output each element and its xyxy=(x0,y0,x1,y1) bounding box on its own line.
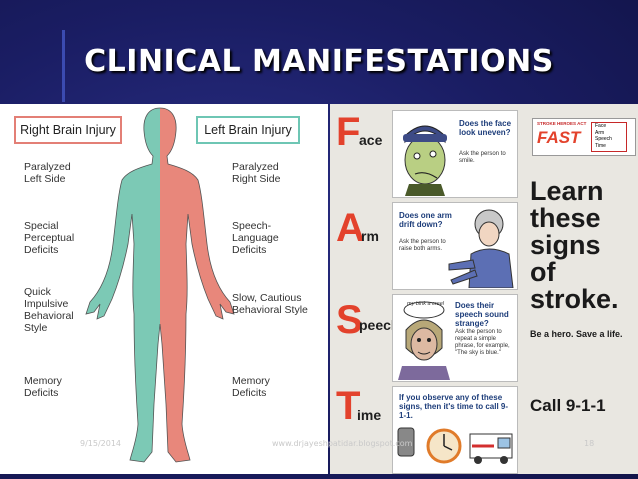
speech-card: my bink a creel Does their speech sound … xyxy=(392,294,518,382)
fast-logo: STROKE HEROES ACT FAST Face Arm Speech T… xyxy=(532,118,636,156)
headline-line-5: stroke. xyxy=(530,284,619,314)
logo-legend: Face Arm Speech Time xyxy=(591,122,627,152)
left-item-memory: Memory Deficits xyxy=(232,375,270,399)
face-question: Does the face look uneven? xyxy=(459,119,512,137)
arm-action: Ask the person to raise both arms. xyxy=(399,239,446,252)
right-item-impulsive: Quick Impulsive Behavioral Style xyxy=(24,286,74,334)
right-item-paralyzed: Paralyzed Left Side xyxy=(24,161,71,185)
logo-legend-face: Face xyxy=(595,123,607,129)
footer-url[interactable]: www.drjayeshpatidar.blogspot.com xyxy=(272,439,413,448)
fast-word-speech: peech xyxy=(359,317,400,333)
arm-illustration xyxy=(448,209,514,288)
time-illustration xyxy=(397,427,513,464)
logo-legend-time: Time xyxy=(595,142,606,149)
learn-headline: Learn these signs of stroke. xyxy=(530,178,638,313)
speech-action: Ask the person to repeat a simple phrase… xyxy=(455,329,510,356)
time-message: If you observe any of these signs, then … xyxy=(399,393,509,420)
speech-question: Does their speech sound strange? xyxy=(455,301,509,328)
logo-legend-arm: Arm xyxy=(595,129,605,136)
speech-bubble-text: my bink a creel xyxy=(407,301,444,307)
right-item-memory: Memory Deficits xyxy=(24,375,62,399)
left-item-speech: Speech- Language Deficits xyxy=(232,220,279,256)
logo-fast-word: FAST xyxy=(537,128,581,147)
headline-line-2: these xyxy=(530,203,601,233)
right-item-perceptual: Special Perceptual Deficits xyxy=(24,220,75,256)
fast-word-arm: rm xyxy=(361,228,379,244)
speech-illustration xyxy=(398,301,450,380)
left-brain-injury-label: Left Brain Injury xyxy=(196,116,300,144)
left-item-paralyzed: Paralyzed Right Side xyxy=(232,161,281,185)
face-illustration xyxy=(403,125,447,196)
brain-injury-diagram: Right Brain Injury Left Brain Injury Par… xyxy=(0,104,328,474)
title-divider xyxy=(62,30,65,102)
time-card: If you observe any of these signs, then … xyxy=(392,386,518,474)
headline-line-1: Learn xyxy=(530,176,604,206)
arm-question: Does one arm drift down? xyxy=(399,211,452,229)
call-911: Call 9-1-1 xyxy=(530,396,606,415)
human-body-figure xyxy=(85,107,235,463)
fast-letter-f: F xyxy=(336,110,361,154)
face-card: Does the face look uneven? Ask the perso… xyxy=(392,110,518,198)
fast-stroke-panel: F ace Does the face look uneven? Ask the… xyxy=(330,104,638,474)
logo-top-text: STROKE HEROES ACT xyxy=(537,121,587,126)
footer-date: 9/15/2014 xyxy=(80,439,122,448)
face-action: Ask the person to smile. xyxy=(459,151,506,164)
fast-letter-t: T xyxy=(336,384,361,428)
headline-line-4: of xyxy=(530,257,556,287)
fast-word-time: ime xyxy=(357,407,382,423)
fast-word-face: ace xyxy=(359,132,383,148)
logo-legend-speech: Speech xyxy=(595,136,612,142)
left-item-slow: Slow, Cautious Behavioral Style xyxy=(232,292,308,316)
right-brain-injury-label: Right Brain Injury xyxy=(14,116,122,144)
arm-card: Does one arm drift down? Ask the person … xyxy=(392,202,518,290)
fast-letter-a: A xyxy=(336,206,365,250)
headline-line-3: signs xyxy=(530,230,601,260)
hero-tagline: Be a hero. Save a life. xyxy=(530,329,623,339)
slide-title: CLINICAL MANIFESTATIONS xyxy=(84,44,554,79)
footer-page-number: 18 xyxy=(584,439,595,448)
fast-letter-s: S xyxy=(336,298,363,342)
